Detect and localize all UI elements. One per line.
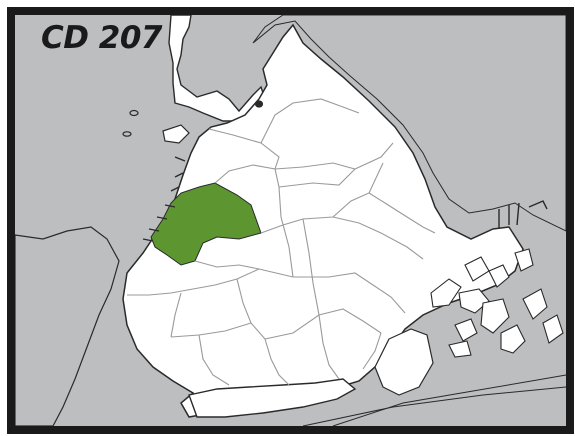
- governors-island: [162, 124, 190, 144]
- rockaway-peninsula: [374, 328, 434, 396]
- district-boundaries: [127, 98, 436, 386]
- map-frame: CD 207: [3, 3, 574, 434]
- waterfront-piers: [142, 156, 548, 242]
- manhattan-landmass: [168, 14, 266, 122]
- bottom-shorelines: [302, 374, 567, 427]
- map-canvas: [7, 7, 574, 434]
- coney-island: [188, 378, 357, 418]
- east-river-islands: [122, 100, 264, 137]
- jamaica-bay-islands: [430, 248, 564, 358]
- staten-island-landmass: [14, 226, 120, 427]
- district-title: CD 207: [41, 20, 163, 56]
- map-border: [7, 7, 574, 434]
